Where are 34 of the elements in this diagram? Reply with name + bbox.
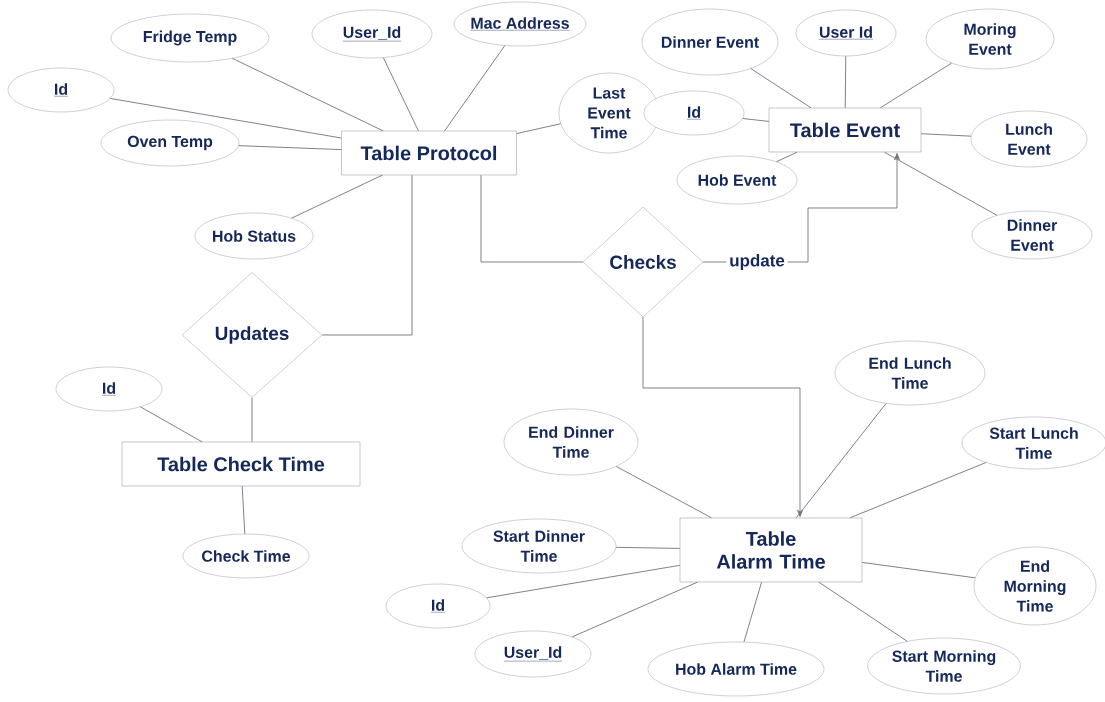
entity-box: Table Event	[768, 107, 922, 153]
connector-line	[480, 174, 584, 263]
entity-box: Table Check Time	[121, 441, 361, 487]
connector-line	[884, 151, 998, 216]
connector-line	[241, 485, 246, 535]
connector-line	[321, 174, 413, 336]
connector-line	[879, 62, 952, 109]
connector-line	[861, 561, 976, 579]
connector-line	[615, 546, 681, 549]
connector-line	[849, 462, 987, 519]
connector-line	[109, 98, 342, 139]
entity-box: Table Protocol	[341, 130, 517, 176]
connector-line	[291, 174, 383, 219]
connector-line	[238, 145, 342, 151]
arrow	[642, 316, 803, 517]
connector-line	[795, 403, 887, 519]
connector-line	[920, 133, 972, 137]
connector-line	[615, 466, 712, 519]
edge-label: update	[726, 251, 788, 273]
entity-box: Table Alarm Time	[679, 517, 863, 583]
connector-line	[743, 581, 762, 643]
connector-line	[251, 397, 253, 443]
connector-line	[232, 57, 384, 132]
connector-line	[742, 118, 770, 122]
connector-line	[776, 151, 798, 163]
connector-line	[750, 68, 812, 109]
connector-line	[140, 406, 203, 443]
connector-line	[486, 564, 681, 599]
connector-line	[382, 57, 419, 132]
connector-line	[444, 45, 506, 132]
connector-line	[571, 581, 698, 638]
connector-line	[818, 581, 908, 642]
connector-line	[516, 123, 562, 134]
connector-line	[844, 55, 847, 109]
